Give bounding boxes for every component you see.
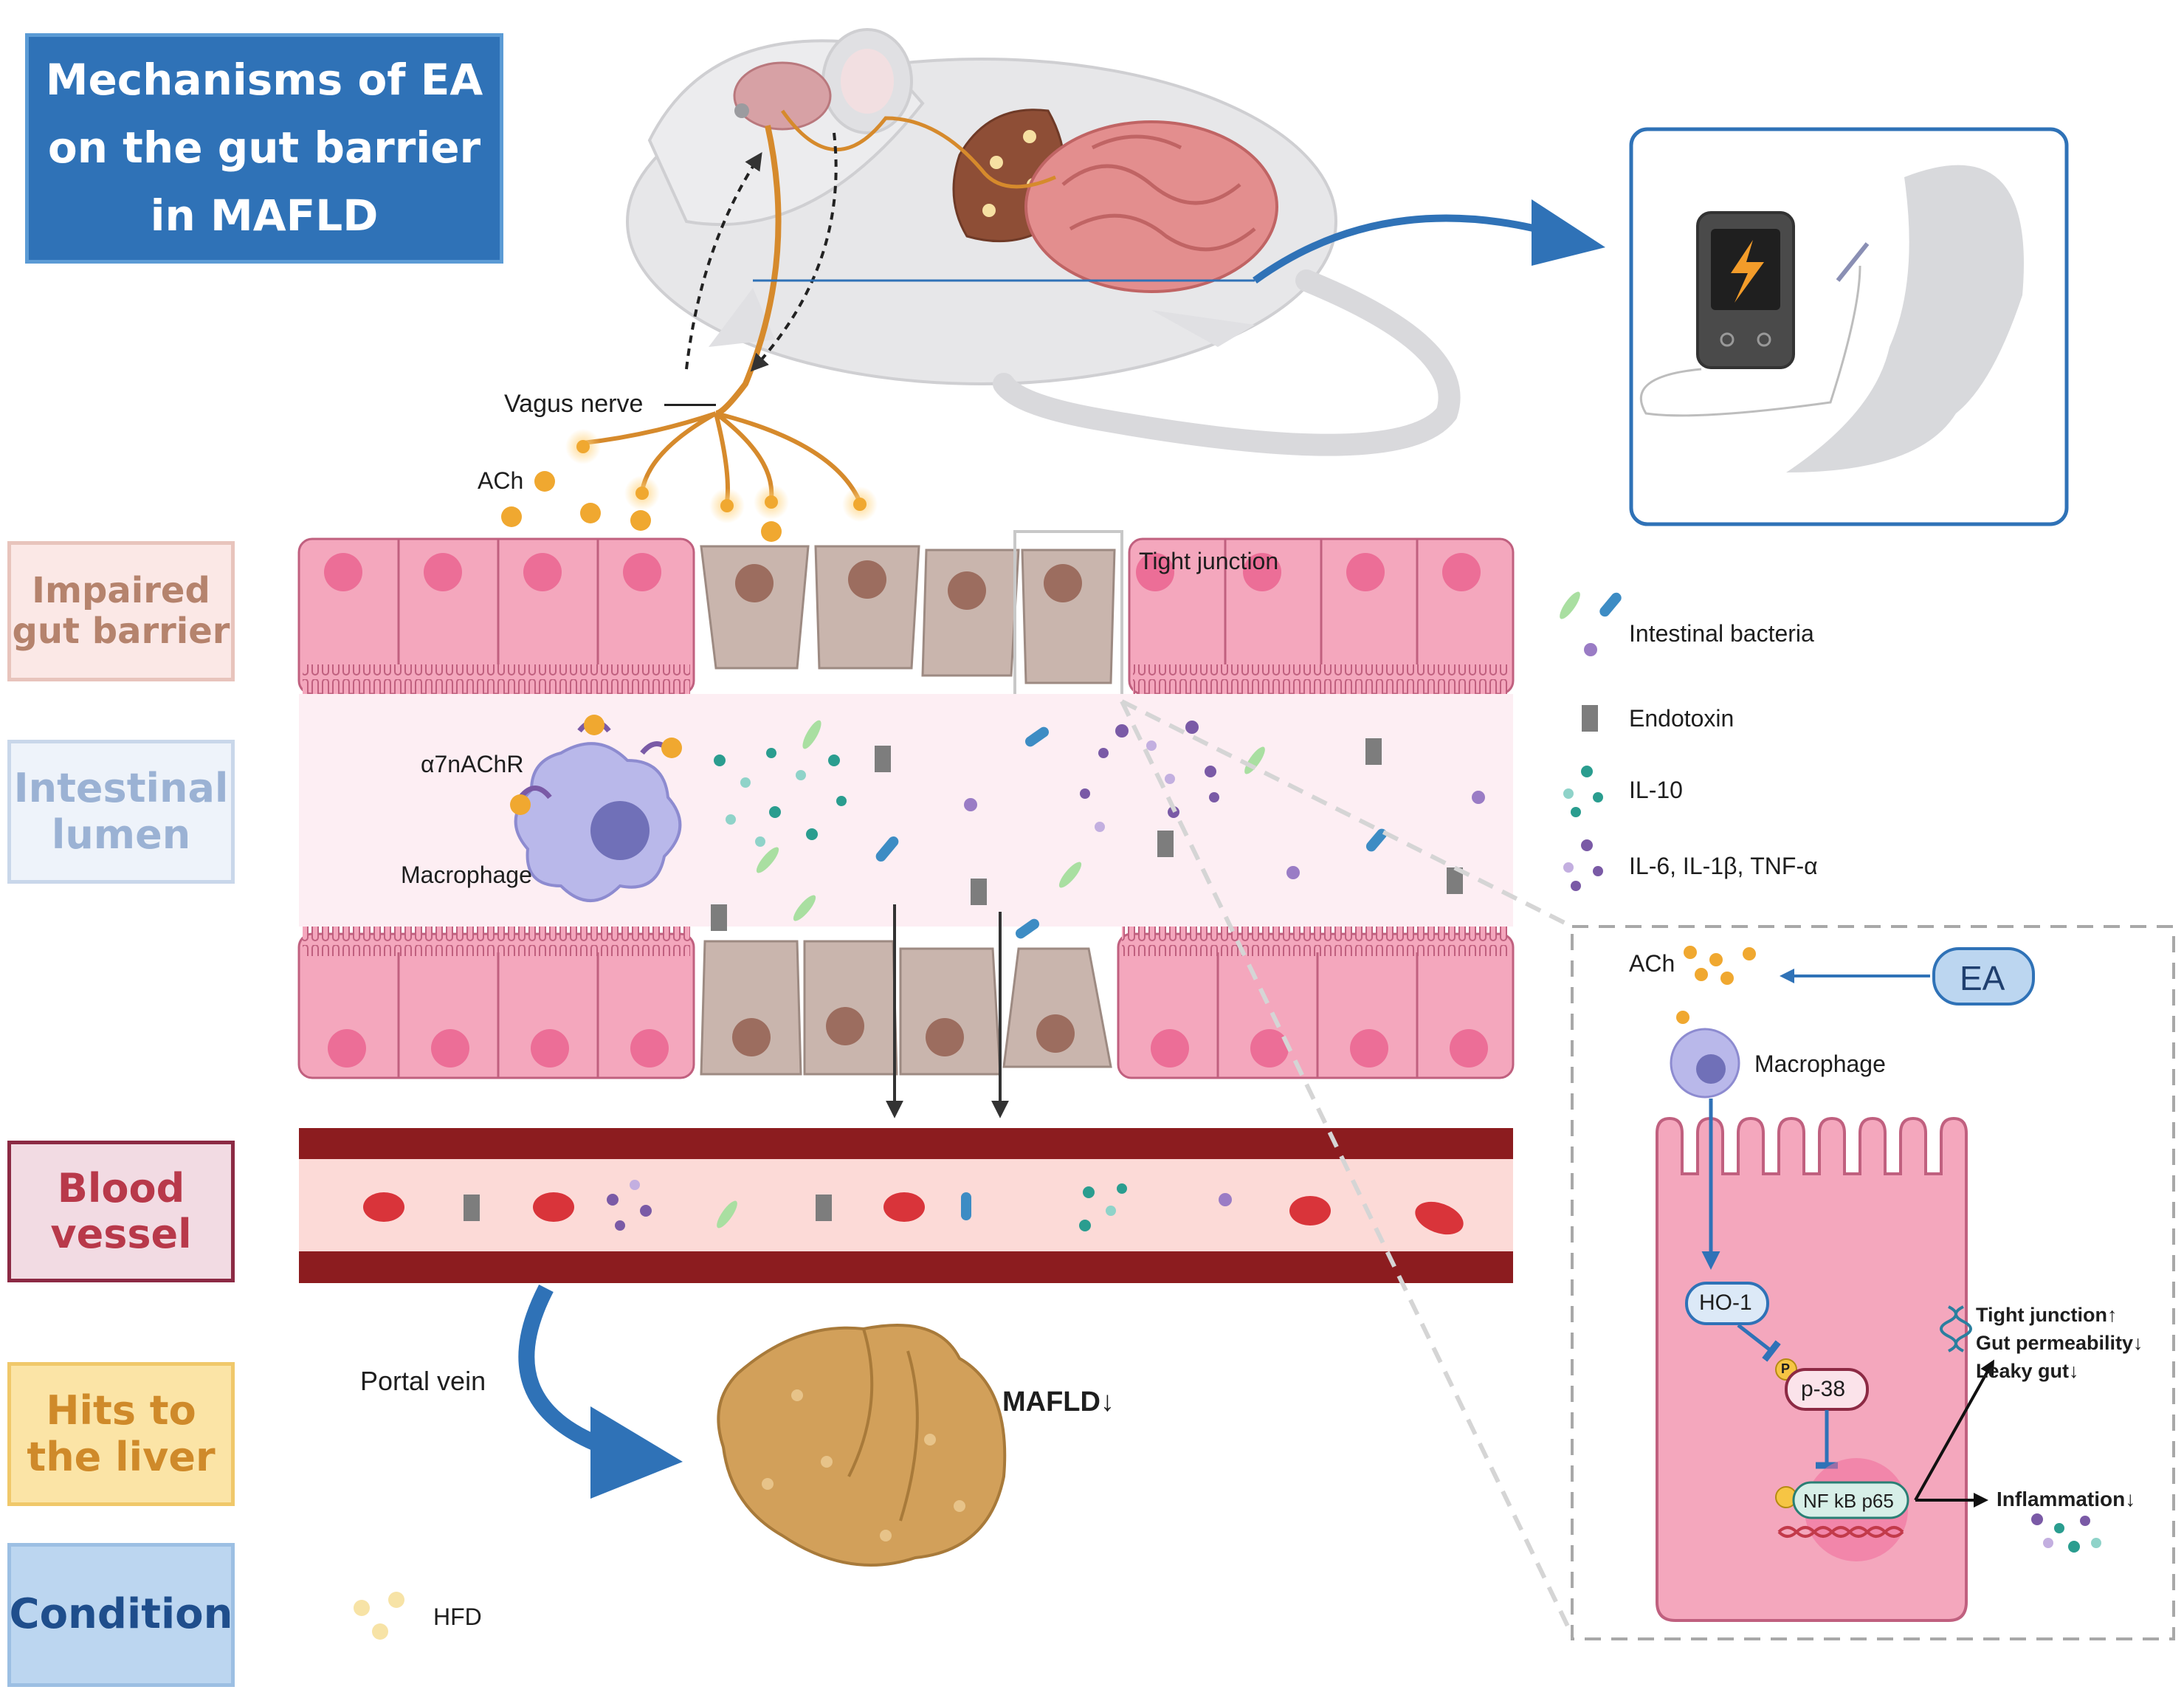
ea-device-arrow bbox=[1253, 214, 1566, 284]
inset-label-macrophage: Macrophage bbox=[1754, 1051, 1886, 1077]
row-label-impaired-line-2: gut barrier bbox=[12, 611, 230, 652]
macrophage-lumen bbox=[510, 715, 682, 902]
legend-il10: IL-10 bbox=[1629, 777, 1683, 803]
mechanism-inset bbox=[1571, 925, 2175, 1640]
zoom-line-bottom bbox=[1120, 700, 1574, 1637]
title-line-1: Mechanisms of EA bbox=[45, 55, 483, 105]
row-label-condition-line-1: Condition bbox=[9, 1590, 233, 1639]
row-label-intestinal-lumen: Intestinal lumen bbox=[7, 740, 235, 884]
legend-intestinal-bacteria: Intestinal bacteria bbox=[1629, 620, 1814, 647]
title-line-2: on the gut barrier bbox=[47, 123, 481, 173]
row-label-blood-line-1: Blood bbox=[57, 1164, 185, 1211]
inset-label-permeability: Gut permeability↓ bbox=[1976, 1332, 2143, 1354]
ea-device-panel bbox=[1629, 127, 2069, 526]
label-vagus-nerve: Vagus nerve bbox=[504, 390, 644, 418]
lumen-molecules bbox=[711, 720, 1485, 939]
inset-label-p38: p-38 bbox=[1801, 1377, 1846, 1401]
row-label-blood-line-2: vessel bbox=[50, 1211, 192, 1257]
title-line-3: in MAFLD bbox=[150, 190, 379, 241]
lower-epithelium bbox=[297, 904, 1515, 1118]
label-mafld: MAFLD↓ bbox=[1002, 1386, 1115, 1417]
row-label-lumen-line-2: lumen bbox=[51, 811, 191, 858]
inset-label-ach: ACh bbox=[1629, 950, 1675, 977]
inset-label-p-badge: P bbox=[1781, 1361, 1791, 1376]
row-label-condition: Condition bbox=[7, 1543, 235, 1687]
legend-endotoxin: Endotoxin bbox=[1629, 705, 1735, 732]
row-label-blood-vessel: Blood vessel bbox=[7, 1141, 235, 1282]
label-hfd: HFD bbox=[433, 1604, 482, 1630]
row-label-hits-to-liver: Hits to the liver bbox=[7, 1362, 235, 1506]
label-macrophage: Macrophage bbox=[401, 862, 532, 888]
portal-vein-arrow bbox=[518, 1284, 608, 1455]
row-label-liver-line-1: Hits to bbox=[46, 1387, 196, 1434]
blood-vessel bbox=[299, 1128, 1513, 1283]
vagus-nerve-pointer bbox=[664, 404, 716, 406]
label-portal-vein: Portal vein bbox=[360, 1366, 486, 1396]
inset-label-nfkb: NF kB p65 bbox=[1803, 1490, 1894, 1512]
hfd-dots bbox=[354, 1592, 404, 1640]
inset-label-tight-junction: Tight junction↑ bbox=[1976, 1304, 2118, 1326]
legend-cytokines: IL-6, IL-1β, TNF-α bbox=[1629, 853, 1818, 879]
nerve-ending-glows bbox=[565, 429, 878, 523]
inset-label-leaky-gut: Leaky gut↓ bbox=[1976, 1360, 2079, 1382]
liver-illustration bbox=[717, 1324, 1007, 1567]
inset-label-ea: EA bbox=[1960, 959, 2005, 997]
inset-label-inflammation: Inflammation↓ bbox=[1997, 1488, 2136, 1510]
row-label-liver-line-2: the liver bbox=[27, 1433, 216, 1480]
label-ach-top: ACh bbox=[478, 467, 524, 494]
zoom-line-top bbox=[1120, 699, 1574, 929]
row-label-lumen-line-1: Intestinal bbox=[13, 765, 229, 812]
label-a7nachr: α7nAChR bbox=[421, 751, 524, 777]
row-label-impaired-gut-barrier: Impaired gut barrier bbox=[7, 541, 235, 681]
mouse-illustration bbox=[582, 28, 1461, 503]
figure-title: Mechanisms of EA on the gut barrier in M… bbox=[25, 33, 503, 264]
row-label-impaired-line-1: Impaired bbox=[32, 569, 210, 611]
legend-icons bbox=[1560, 591, 1622, 891]
label-tight-junction: Tight junction bbox=[1139, 548, 1279, 574]
upper-epithelium bbox=[297, 530, 1515, 703]
lumen-background bbox=[299, 694, 1513, 927]
inset-label-ho1: HO-1 bbox=[1699, 1290, 1752, 1315]
